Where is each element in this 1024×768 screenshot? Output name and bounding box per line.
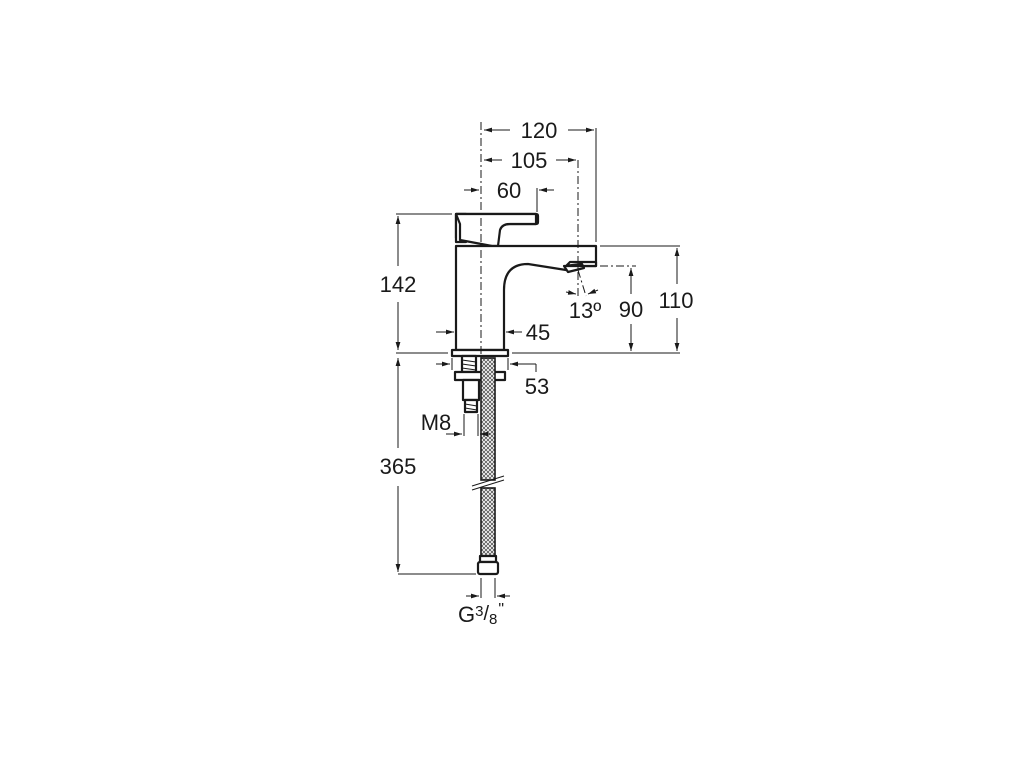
dim-outlet-angle: 13º (565, 269, 602, 323)
fixing-nut (461, 378, 481, 402)
label-53: 53 (525, 374, 549, 399)
dim-overall-reach: 120 (484, 118, 597, 242)
label-90: 90 (619, 297, 643, 322)
label-142: 142 (380, 272, 417, 297)
dim-hose-length: 365 (380, 358, 476, 575)
dim-spout-height: 110 (600, 245, 694, 351)
label-110: 110 (658, 288, 693, 313)
dim-outlet-height: 90 (619, 268, 643, 351)
handle-stem (454, 212, 538, 248)
outlet-aerator (562, 260, 598, 274)
dim-handle-reach: 60 (464, 178, 554, 212)
label-120: 120 (521, 118, 558, 143)
faucet-body (450, 212, 598, 358)
dim-base-diameter: 53 (436, 358, 549, 399)
dim-total-height: 142 (380, 213, 452, 350)
hose-nut (476, 560, 500, 576)
fixing-washer (453, 370, 507, 382)
label-13-deg: 13º (569, 298, 602, 323)
label-m8: M8 (421, 410, 452, 435)
hose-upper (480, 357, 496, 481)
base-plate (450, 348, 510, 358)
hose-lower (480, 487, 496, 559)
flexible-hose (471, 357, 505, 576)
fixing-assembly (453, 354, 507, 414)
label-60: 60 (497, 178, 521, 203)
dim-fixing-thread: M8 (421, 410, 490, 437)
label-45: 45 (526, 320, 550, 345)
label-g-3-8: G3/8" (458, 601, 504, 628)
dim-hose-connection: G3/8" (458, 578, 510, 628)
label-365: 365 (380, 454, 417, 479)
dim-body-diameter: 45 (436, 320, 550, 345)
label-105: 105 (511, 148, 548, 173)
dim-spout-center-reach: 105 (484, 148, 576, 173)
